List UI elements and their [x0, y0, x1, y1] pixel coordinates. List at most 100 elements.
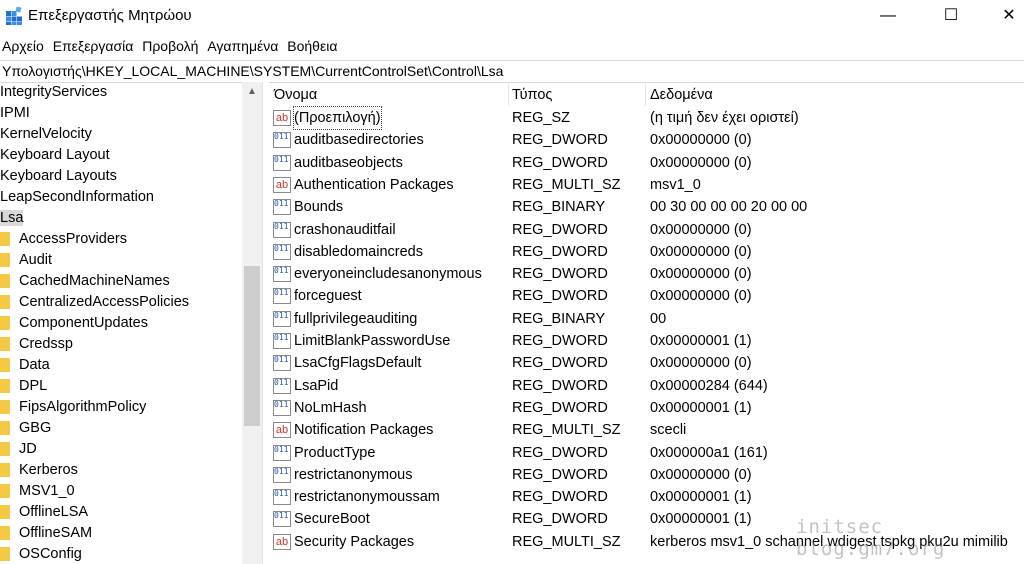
binary-value-icon: 011 110	[273, 266, 291, 283]
folder-icon	[0, 274, 10, 288]
folder-icon	[0, 505, 10, 519]
close-button[interactable]: ✕	[1002, 7, 1016, 24]
menu-file[interactable]: Αρχείο	[2, 38, 44, 54]
scroll-up-arrow-icon[interactable]: ▲	[247, 86, 257, 97]
value-data: 0x00000000 (0)	[650, 466, 752, 483]
maximize-button[interactable]: ☐	[943, 7, 959, 24]
menu-view[interactable]: Προβολή	[142, 38, 199, 54]
value-row[interactable]: 011 110auditbaseobjectsREG_DWORD0x000000…	[270, 152, 1024, 174]
tree-item[interactable]: Keyboard Layouts	[0, 166, 117, 187]
menu-help[interactable]: Βοήθεια	[287, 38, 338, 54]
tree-item-label: Keyboard Layouts	[0, 168, 117, 184]
value-name: LsaPid	[294, 377, 339, 394]
column-header-name[interactable]: Όνομα	[274, 87, 318, 103]
binary-value-icon: 011 110	[273, 511, 291, 528]
folder-icon	[0, 379, 10, 393]
tree-item-label: Data	[19, 357, 50, 373]
binary-value-icon: 011 110	[273, 333, 291, 349]
value-data: 0x00000000 (0)	[650, 266, 752, 283]
value-data: 0x00000284 (644)	[650, 377, 768, 394]
folder-icon	[0, 232, 10, 246]
tree-item-label: Lsa	[0, 210, 24, 226]
value-name: Authentication Packages	[294, 176, 454, 193]
tree-item[interactable]: IntegrityServices	[0, 82, 107, 103]
value-name: restrictanonymoussam	[294, 489, 440, 506]
binary-value-icon: 011 110	[273, 355, 291, 372]
tree-item[interactable]: KernelVelocity	[0, 124, 92, 145]
tree-scrollbar[interactable]: ▲	[242, 82, 262, 564]
value-name: everyoneincludesanonymous	[294, 266, 482, 283]
value-row[interactable]: 011 110auditbasedirectoriesREG_DWORD0x00…	[270, 129, 1024, 151]
tree-item[interactable]: LeapSecondInformation	[0, 187, 154, 208]
value-type: REG_DWORD	[512, 399, 608, 416]
value-name: Security Packages	[294, 533, 415, 550]
value-row[interactable]: 011 110restrictanonymoussamREG_DWORD0x00…	[270, 486, 1024, 508]
string-value-icon: ab	[273, 110, 291, 126]
value-row[interactable]: 011 110LimitBlankPasswordUse REG_DWORD 0x0…	[270, 330, 1024, 352]
value-type: REG_DWORD	[512, 132, 608, 149]
value-type: REG_BINARY	[512, 310, 606, 327]
folder-icon	[0, 526, 10, 540]
tree-item-label: Audit	[19, 252, 53, 268]
value-type: REG_SZ	[512, 110, 571, 126]
value-row[interactable]: 011 110everyoneincludesanonymousREG_DWOR…	[270, 263, 1024, 285]
tree-item-label: Keyboard Layout	[0, 147, 110, 163]
pane-splitter[interactable]	[262, 82, 269, 564]
folder-icon	[0, 358, 10, 372]
minimize-button[interactable]: —	[880, 7, 896, 24]
column-divider[interactable]	[508, 84, 509, 106]
value-data: 00 30 00 00 00 20 00 00	[650, 199, 808, 216]
value-row[interactable]: 011 110disabledomaincredsREG_DWORD0x0000…	[270, 241, 1024, 263]
address-bar[interactable]: Υπολογιστής\HKEY_LOCAL_MACHINE\SYSTEM\Cu…	[0, 60, 1024, 83]
value-name: forceguest	[294, 288, 362, 305]
column-header-data[interactable]: Δεδομένα	[650, 87, 713, 103]
value-row[interactable]: 011 110restrictanonymousREG_DWORD0x00000…	[270, 464, 1024, 486]
column-divider[interactable]	[645, 84, 646, 106]
value-row[interactable]: 011 110LsaCfgFlagsDefaultREG_DWORD0x0000…	[270, 352, 1024, 374]
tree-item-label: DPL	[19, 378, 48, 394]
column-header-type[interactable]: Τύπος	[512, 87, 553, 103]
value-data: 0x00000000 (0)	[650, 154, 752, 171]
value-name: disabledomaincreds	[294, 243, 423, 260]
binary-value-icon: 011 110	[273, 310, 291, 327]
tree-item-label: Credssp	[19, 336, 73, 352]
value-data: 0x00000001 (1)	[650, 333, 752, 349]
string-value-icon: ab	[273, 422, 291, 439]
value-name: LimitBlankPasswordUse	[294, 333, 451, 349]
binary-value-icon: 011 110	[273, 399, 291, 416]
value-type: REG_DWORD	[512, 333, 608, 349]
value-type: REG_DWORD	[512, 377, 608, 394]
address-path[interactable]: Υπολογιστής\HKEY_LOCAL_MACHINE\SYSTEM\Cu…	[2, 63, 504, 79]
tree-item[interactable]: IPMI	[0, 103, 30, 124]
value-name: restrictanonymous	[294, 466, 413, 483]
binary-value-icon: 011 110	[273, 489, 291, 506]
value-row[interactable]: 011 110crashonauditfailREG_DWORD0x000000…	[270, 219, 1024, 241]
tree-item-label: CachedMachineNames	[19, 273, 170, 289]
tree-item[interactable]: Keyboard Layout	[0, 145, 110, 166]
value-name: Notification Packages	[294, 422, 434, 439]
value-name: auditbaseobjects	[294, 154, 403, 171]
value-name: SecureBoot	[294, 511, 370, 528]
scroll-thumb[interactable]	[244, 266, 260, 426]
tree-item-label: IntegrityServices	[0, 84, 108, 100]
tree-item-label: LeapSecondInformation	[0, 189, 154, 205]
menu-favorites[interactable]: Αγαπημένα	[207, 38, 279, 54]
binary-value-icon: 011 110	[273, 132, 291, 149]
value-type: REG_BINARY	[512, 199, 606, 216]
value-row[interactable]: ab(Προεπιλογή)REG_SZ(η τιμή δεν έχει ορι…	[270, 106, 1024, 130]
folder-icon	[0, 547, 10, 561]
value-data: 0x00000001 (1)	[650, 399, 752, 416]
tree-item[interactable]: Lsa	[0, 208, 24, 229]
tree-item-label: OSConfig	[19, 546, 82, 562]
menu-edit[interactable]: Επεξεργασία	[52, 38, 134, 54]
